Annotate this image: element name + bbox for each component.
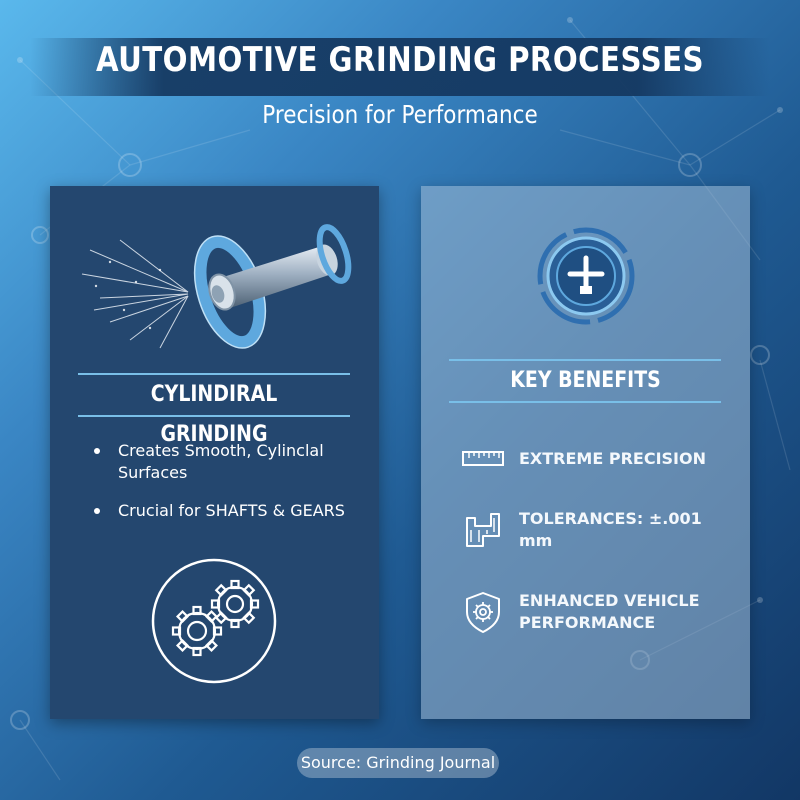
gears-icon	[151, 558, 277, 684]
cylindrical-grinding-panel: CYLINDIRAL GRINDING Creates Smooth, Cyli…	[50, 186, 379, 719]
benefit-item: ENHANCED VEHICLE PERFORMANCE	[461, 590, 731, 634]
title-band	[30, 38, 770, 96]
benefit-item: TOLERANCES: ±.001 mm	[461, 508, 731, 552]
shield-gear-icon	[466, 592, 500, 633]
grinding-wheel-shaft-icon	[81, 224, 352, 349]
page-subtitle: Precision for Performance	[262, 100, 538, 129]
source-badge: Source: Grinding Journal	[297, 748, 499, 778]
feature-item: Crucial for SHAFTS & GEARS	[94, 500, 354, 522]
benefit-label: ENHANCED VEHICLE PERFORMANCE	[519, 591, 700, 632]
benefit-label: EXTREME PRECISION	[519, 449, 706, 468]
feature-list: Creates Smooth, Cylinclal Surfaces Cruci…	[94, 440, 354, 538]
caliper-icon	[466, 513, 500, 547]
key-benefits-panel: KEY BENEFITS EXTREME PRECISION TOLERANCE…	[421, 186, 750, 719]
benefit-label: TOLERANCES: ±.001 mm	[519, 509, 702, 550]
key-benefits-heading: KEY BENEFITS	[449, 359, 721, 403]
ruler-icon	[462, 451, 504, 466]
cylindrical-grinding-heading: CYLINDIRAL GRINDING	[78, 373, 350, 447]
feature-item: Creates Smooth, Cylinclal Surfaces	[94, 440, 354, 484]
benefit-item: EXTREME PRECISION	[461, 437, 731, 481]
page-title: AUTOMOTIVE GRINDING PROCESSES	[95, 40, 705, 80]
precision-gauge-icon	[537, 227, 635, 325]
